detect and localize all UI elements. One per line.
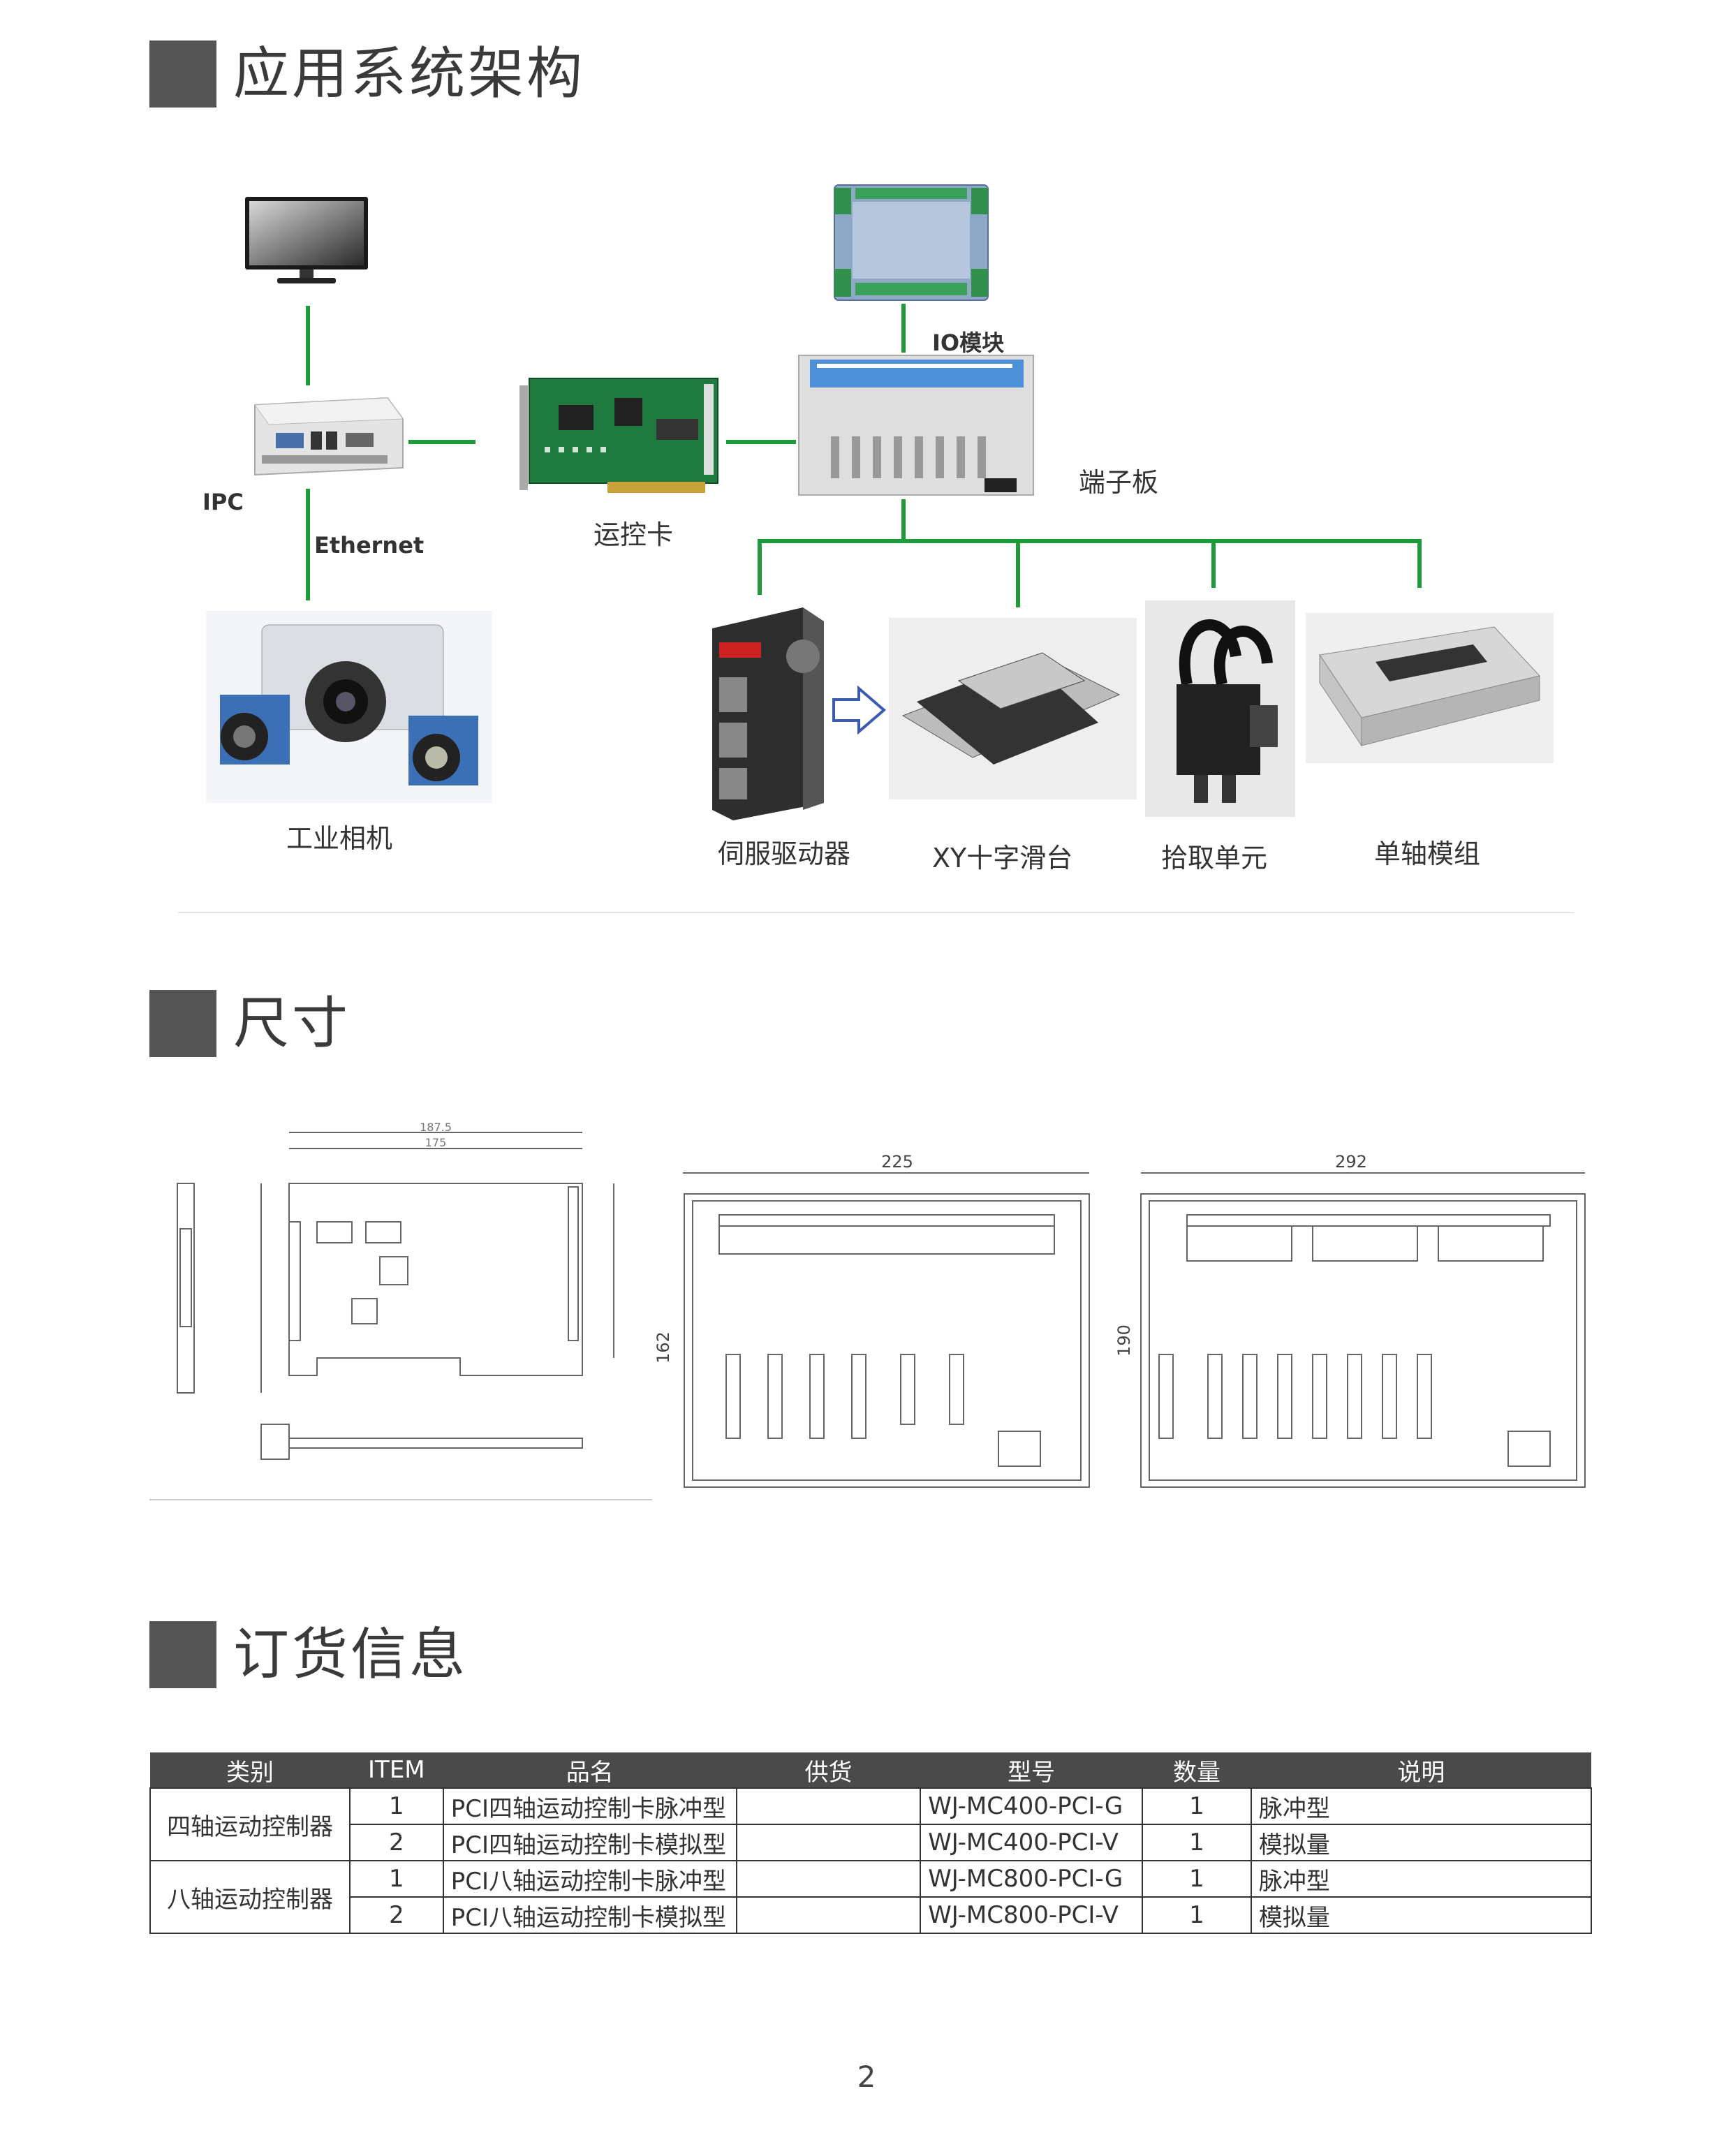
terminal-board-label: 端子板	[1079, 467, 1159, 498]
camera-image	[206, 611, 492, 803]
col-header-item: ITEM	[349, 1752, 443, 1788]
name-cell: PCI四轴运动控制卡模拟型	[442, 1824, 737, 1861]
item-cell: 2	[348, 1824, 444, 1861]
section-marker	[149, 40, 216, 108]
divider	[178, 912, 1575, 913]
desc-cell: 脉冲型	[1250, 1787, 1593, 1825]
link-ipc-camera	[306, 489, 310, 600]
motion-card-label: 运控卡	[593, 519, 674, 550]
desc-cell: 模拟量	[1250, 1824, 1593, 1861]
io-module-image	[834, 184, 989, 301]
order-table: 类别 ITEM 品名 供货 型号 数量 说明 四轴运动控制器 1 PCI四轴运动…	[149, 1752, 1593, 1934]
section-marker	[149, 1621, 216, 1688]
drop-pick	[1211, 539, 1216, 588]
link-ipc-card	[408, 440, 475, 444]
terminal4-drawing: 225 162	[656, 1152, 1090, 1488]
link-card-terminal	[726, 440, 796, 444]
supply-cell	[735, 1860, 922, 1898]
qty-cell: 1	[1142, 1860, 1252, 1898]
table-header-row: 类别 ITEM 品名 供货 型号 数量 说明	[150, 1752, 1591, 1788]
xy-table-image	[889, 618, 1137, 799]
desc-cell: 模拟量	[1250, 1896, 1593, 1934]
terminal4-height: 162	[656, 1331, 673, 1364]
model-cell: WJ-MC800-PCI-V	[920, 1896, 1144, 1934]
table-row: 四轴运动控制器 1 PCI四轴运动控制卡脉冲型 WJ-MC400-PCI-G 1…	[149, 1787, 1593, 1861]
qty-cell: 1	[1142, 1896, 1252, 1934]
pick-unit-label: 拾取单元	[1161, 843, 1268, 873]
category-cell: 八轴运动控制器	[149, 1860, 351, 1934]
single-axis-label: 单轴模组	[1374, 839, 1481, 869]
model-cell: WJ-MC400-PCI-V	[920, 1824, 1144, 1861]
category-cell: 四轴运动控制器	[149, 1787, 351, 1861]
col-header-qty: 数量	[1142, 1752, 1251, 1788]
item-cell: 1	[348, 1787, 444, 1825]
section-header-ordering: 订货信息	[149, 1621, 468, 1688]
terminal8-drawing: 292 190	[1117, 1152, 1586, 1488]
servo-drive-image	[712, 607, 824, 820]
xy-table-label: XY十字滑台	[932, 843, 1073, 873]
camera-label: 工业相机	[286, 823, 393, 854]
terminal8-width: 292	[1335, 1152, 1367, 1172]
section-title: 应用系统架构	[233, 41, 585, 106]
terminal-board-image	[798, 355, 1034, 496]
model-cell: WJ-MC800-PCI-G	[920, 1860, 1144, 1898]
monitor-image	[245, 197, 368, 283]
io-module-label: IO模块	[932, 330, 1005, 356]
supply-cell	[735, 1896, 922, 1934]
link-terminal-bus	[901, 499, 906, 541]
qty-cell: 1	[1142, 1787, 1252, 1825]
card-dim-2: 175	[425, 1136, 447, 1149]
name-cell: PCI八轴运动控制卡模拟型	[442, 1896, 737, 1934]
col-header-category: 类别	[150, 1752, 350, 1788]
card-dim-1: 187.5	[420, 1121, 452, 1134]
supply-cell	[735, 1787, 922, 1825]
table-row: 2 PCI四轴运动控制卡模拟型 WJ-MC400-PCI-V 1 模拟量	[150, 1824, 1593, 1861]
name-cell: PCI八轴运动控制卡脉冲型	[442, 1860, 737, 1898]
drop-single-axis	[1417, 539, 1422, 588]
motion-card-image	[519, 378, 718, 493]
terminal4-width: 225	[881, 1152, 913, 1172]
qty-cell: 1	[1142, 1824, 1252, 1861]
bus-line	[758, 539, 1421, 543]
link-io-terminal	[901, 304, 906, 353]
ipc-image	[254, 397, 404, 476]
section-marker	[149, 990, 216, 1057]
item-cell: 2	[348, 1896, 444, 1934]
page-number: 2	[857, 2060, 876, 2094]
desc-cell: 脉冲型	[1250, 1860, 1593, 1898]
link-monitor-ipc	[306, 306, 310, 385]
pick-unit-image	[1145, 600, 1295, 817]
single-axis-image	[1306, 613, 1554, 763]
ipc-label: IPC	[202, 489, 244, 515]
name-cell: PCI四轴运动控制卡脉冲型	[442, 1787, 737, 1825]
table-row: 2 PCI八轴运动控制卡模拟型 WJ-MC800-PCI-V 1 模拟量	[150, 1896, 1593, 1934]
col-header-name: 品名	[443, 1752, 737, 1788]
ethernet-label: Ethernet	[314, 532, 425, 559]
card-drawing: 187.5 175	[149, 1121, 652, 1500]
section-header-dimensions: 尺寸	[149, 990, 351, 1057]
section-title: 订货信息	[233, 1622, 468, 1687]
supply-cell	[735, 1824, 922, 1861]
drop-xy	[1016, 539, 1020, 607]
table-row: 八轴运动控制器 1 PCI八轴运动控制卡脉冲型 WJ-MC800-PCI-G 1…	[149, 1860, 1593, 1934]
drop-servo	[758, 539, 762, 595]
section-title: 尺寸	[233, 991, 351, 1056]
terminal8-height: 190	[1117, 1324, 1134, 1357]
item-cell: 1	[348, 1860, 444, 1898]
col-header-model: 型号	[920, 1752, 1143, 1788]
section-header-architecture: 应用系统架构	[149, 40, 585, 108]
servo-label: 伺服驱动器	[718, 839, 851, 869]
col-header-supply: 供货	[736, 1752, 921, 1788]
col-header-desc: 说明	[1251, 1752, 1591, 1788]
arrow-icon	[832, 686, 887, 734]
model-cell: WJ-MC400-PCI-G	[920, 1787, 1144, 1825]
